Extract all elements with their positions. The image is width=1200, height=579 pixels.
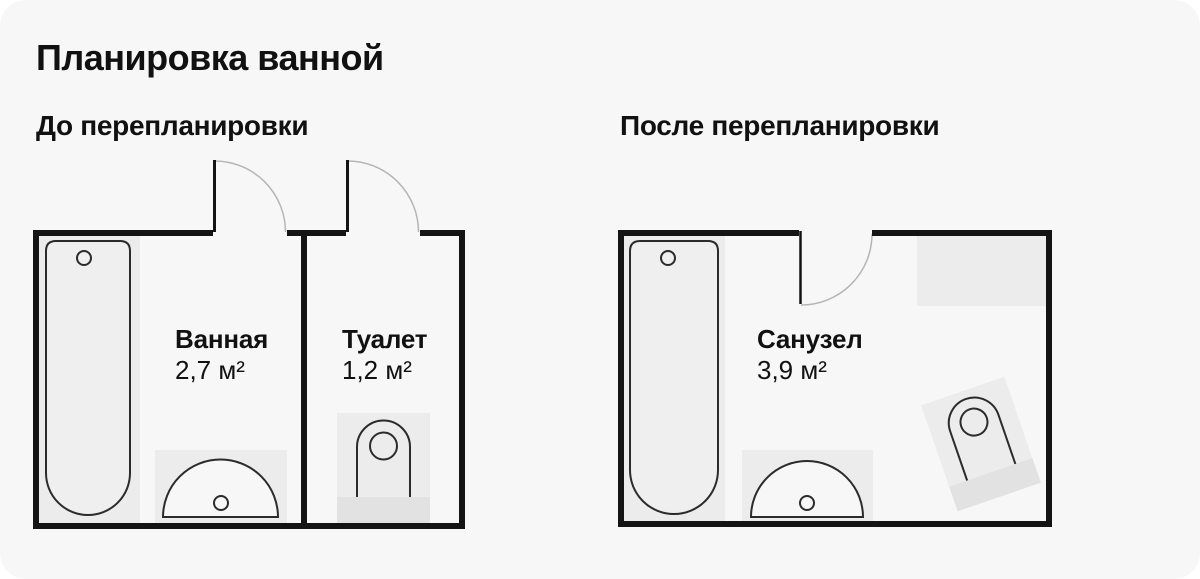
room-label-combined: Санузел 3,9 м² <box>757 324 863 387</box>
floorplan-before <box>33 160 465 529</box>
drain-icon <box>213 495 229 511</box>
page-title: Планировка ванной <box>36 37 384 78</box>
room-area: 3,9 м² <box>757 355 827 385</box>
drain-icon <box>76 250 92 266</box>
walls <box>618 230 1052 527</box>
sink-icon <box>749 460 865 518</box>
toilet-tank <box>337 497 430 523</box>
floorplan-after <box>618 230 1052 527</box>
room-label-bathroom: Ванная 2,7 м² <box>175 324 268 387</box>
drain-icon <box>799 495 815 511</box>
walls <box>33 230 465 529</box>
room-area: 1,2 м² <box>342 355 412 385</box>
toilet-icon <box>921 376 1041 512</box>
toilet-tank <box>949 458 1041 512</box>
bathtub-icon <box>45 240 131 516</box>
section-title-before: До перепланировки <box>36 110 309 141</box>
sink-icon <box>161 458 280 518</box>
toilet-icon <box>356 419 411 497</box>
section-title-after: После перепланировки <box>620 110 940 141</box>
cabinet-zone <box>917 236 1046 306</box>
room-name: Ванная <box>175 324 269 354</box>
drain-icon <box>660 250 676 266</box>
door-arc <box>214 160 287 233</box>
room-name: Санузел <box>757 324 863 354</box>
room-name: Туалет <box>342 324 428 354</box>
door-arc <box>800 233 873 306</box>
door-arc <box>347 160 420 233</box>
bathtub-icon <box>629 240 719 515</box>
room-label-toilet: Туалет 1,2 м² <box>342 324 427 387</box>
room-area: 2,7 м² <box>175 355 245 385</box>
